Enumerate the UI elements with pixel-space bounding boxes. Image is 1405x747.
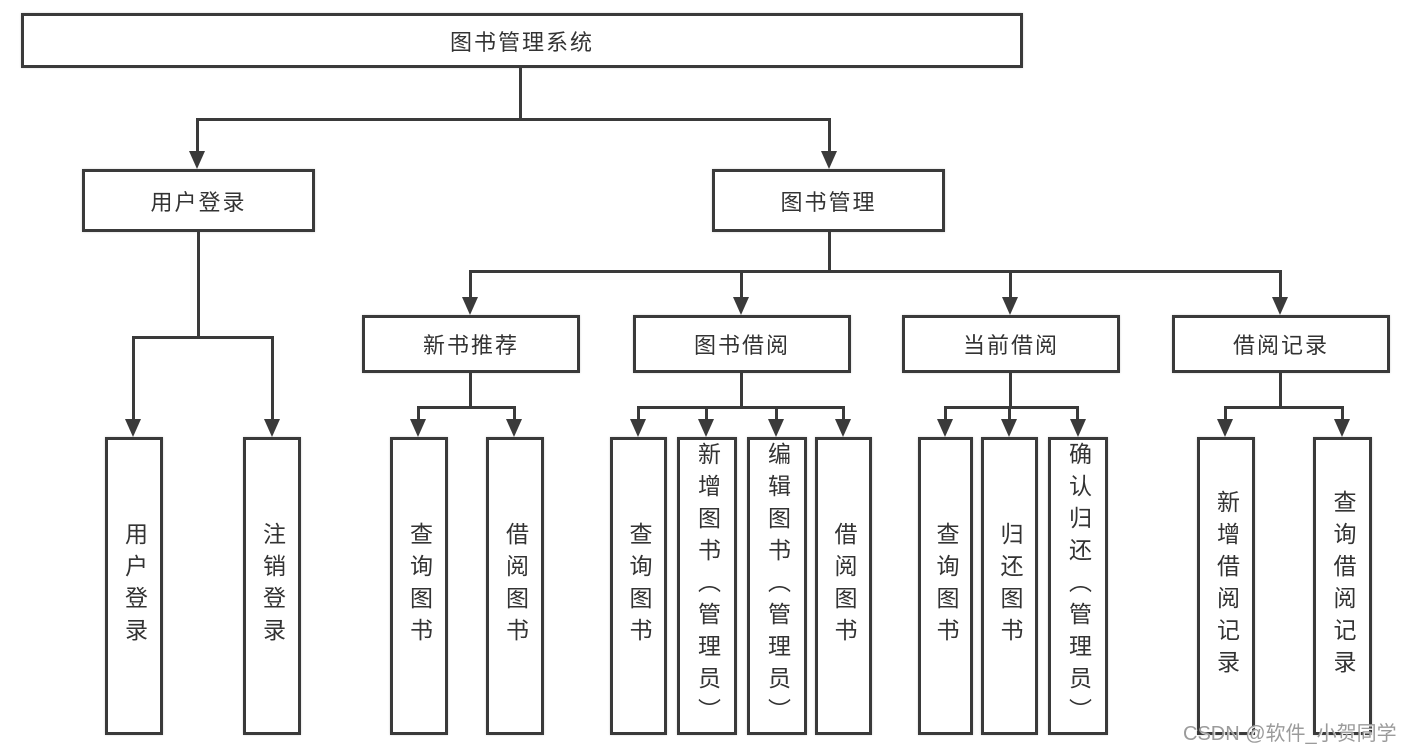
arrowhead-current-borrowing-2 — [1001, 419, 1017, 437]
connector-current-borrowing-shaft-3 — [1076, 406, 1079, 421]
leaf-borrow-books-recommend: 借阅图书 — [486, 437, 544, 735]
node-current-borrowing: 当前借阅 — [902, 315, 1120, 373]
leaf-logout-label: 注销登录 — [259, 522, 286, 650]
leaf-query-books-borrowing: 查询图书 — [610, 437, 667, 735]
arrowhead-book-borrowing-4 — [835, 419, 851, 437]
arrowhead-borrowing-records-1 — [1217, 419, 1233, 437]
connector-current-borrowing-shaft-1 — [944, 406, 947, 421]
connector-to-leaf-logout-shaft — [271, 336, 274, 421]
arrowhead-to-current-borrowing — [1002, 297, 1018, 315]
arrowhead-new-book-1 — [410, 419, 426, 437]
leaf-return-book-label: 归还图书 — [997, 522, 1023, 650]
leaf-query-books-borrowing-label: 查询图书 — [626, 522, 652, 650]
leaf-logout: 注销登录 — [243, 437, 301, 735]
connector-current-borrowing-hbar — [944, 406, 1079, 409]
arrowhead-to-new-book — [462, 297, 478, 315]
arrowhead-to-leaf-user-login — [125, 419, 141, 437]
arrowhead-current-borrowing-1 — [937, 419, 953, 437]
leaf-query-books-current: 查询图书 — [918, 437, 973, 735]
connector-to-current-borrowing-shaft — [1009, 270, 1012, 300]
arrowhead-book-borrowing-3 — [768, 419, 784, 437]
connector-book-management-hbar — [469, 270, 1282, 273]
connector-borrowing-records-shaft-2 — [1341, 406, 1344, 421]
connector-current-borrowing-stem — [1009, 372, 1012, 408]
connector-root-to-book-management-shaft — [828, 118, 831, 153]
connector-to-book-borrowing-shaft — [740, 270, 743, 300]
arrowhead-book-borrowing-1 — [630, 419, 646, 437]
node-user-login-label: 用户登录 — [150, 189, 247, 215]
arrowhead-new-book-2 — [506, 419, 522, 437]
connector-borrowing-records-hbar — [1224, 406, 1344, 409]
connector-user-login-stem — [197, 232, 200, 338]
leaf-add-borrow-record-label: 新增借阅记录 — [1213, 490, 1240, 682]
connector-book-borrowing-shaft-4 — [842, 406, 845, 421]
connector-root-to-user-login-shaft — [196, 118, 199, 153]
node-borrowing-records-label: 借阅记录 — [1232, 333, 1329, 358]
leaf-query-borrow-record-label: 查询借阅记录 — [1330, 490, 1356, 682]
leaf-add-book-admin: 新增图书（管理员） — [677, 437, 737, 735]
leaf-return-book: 归还图书 — [981, 437, 1038, 735]
connector-new-book-stem — [469, 372, 472, 408]
leaf-user-login-label: 用户登录 — [121, 522, 148, 650]
leaf-borrow-books-borrowing: 借阅图书 — [815, 437, 872, 735]
connector-book-borrowing-shaft-3 — [775, 406, 778, 421]
node-book-borrowing-label: 图书借阅 — [693, 333, 790, 358]
leaf-confirm-return-admin: 确认归还（管理员） — [1048, 437, 1108, 735]
connector-to-new-book-shaft — [469, 270, 472, 300]
leaf-query-books-recommend: 查询图书 — [390, 437, 448, 735]
leaf-borrow-books-borrowing-label: 借阅图书 — [831, 522, 857, 650]
node-new-book-recommendation: 新书推荐 — [362, 315, 580, 373]
leaf-add-book-admin-label: 新增图书（管理员） — [694, 442, 721, 730]
csdn-watermark: CSDN @软件_小贺同学 — [1183, 723, 1397, 745]
node-book-borrowing: 图书借阅 — [633, 315, 851, 373]
node-new-book-recommendation-label: 新书推荐 — [422, 333, 519, 358]
node-root: 图书管理系统 — [21, 13, 1023, 68]
leaf-query-books-current-label: 查询图书 — [933, 522, 959, 650]
connector-new-book-hbar — [417, 406, 516, 409]
leaf-confirm-return-admin-label: 确认归还（管理员） — [1065, 442, 1092, 730]
node-borrowing-records: 借阅记录 — [1172, 315, 1390, 373]
arrowhead-book-borrowing-2 — [698, 419, 714, 437]
node-root-label: 图书管理系统 — [449, 29, 594, 55]
arrowhead-to-leaf-logout — [264, 419, 280, 437]
arrowhead-to-borrowing-records — [1272, 297, 1288, 315]
leaf-user-login: 用户登录 — [105, 437, 163, 735]
node-book-management: 图书管理 — [712, 169, 945, 232]
connector-book-management-stem — [828, 232, 831, 272]
connector-to-leaf-user-login-shaft — [132, 336, 135, 421]
leaf-edit-book-admin-label: 编辑图书（管理员） — [764, 442, 791, 730]
connector-root-hbar — [196, 118, 831, 121]
arrowhead-to-user-login — [189, 151, 205, 169]
connector-book-borrowing-shaft-2 — [705, 406, 708, 421]
connector-book-borrowing-shaft-1 — [637, 406, 640, 421]
leaf-borrow-books-recommend-label: 借阅图书 — [502, 522, 529, 650]
connector-new-book-shaft-1 — [417, 406, 420, 421]
node-user-login: 用户登录 — [82, 169, 315, 232]
arrowhead-to-book-borrowing — [733, 297, 749, 315]
leaf-add-borrow-record: 新增借阅记录 — [1197, 437, 1255, 735]
leaf-edit-book-admin: 编辑图书（管理员） — [747, 437, 807, 735]
arrowhead-to-book-management — [821, 151, 837, 169]
connector-root-stem — [519, 68, 522, 120]
node-current-borrowing-label: 当前借阅 — [962, 333, 1059, 358]
connector-borrowing-records-shaft-1 — [1224, 406, 1227, 421]
node-book-management-label: 图书管理 — [780, 189, 877, 215]
leaf-query-books-recommend-label: 查询图书 — [406, 522, 433, 650]
connector-book-borrowing-stem — [740, 372, 743, 408]
connector-borrowing-records-stem — [1279, 372, 1282, 408]
arrowhead-borrowing-records-2 — [1334, 419, 1350, 437]
arrowhead-current-borrowing-3 — [1070, 419, 1086, 437]
leaf-query-borrow-record: 查询借阅记录 — [1313, 437, 1372, 735]
connector-user-login-hbar — [132, 336, 274, 339]
connector-current-borrowing-shaft-2 — [1008, 406, 1011, 421]
connector-new-book-shaft-2 — [513, 406, 516, 421]
connector-to-borrowing-records-shaft — [1279, 270, 1282, 300]
connector-book-borrowing-hbar — [637, 406, 845, 409]
